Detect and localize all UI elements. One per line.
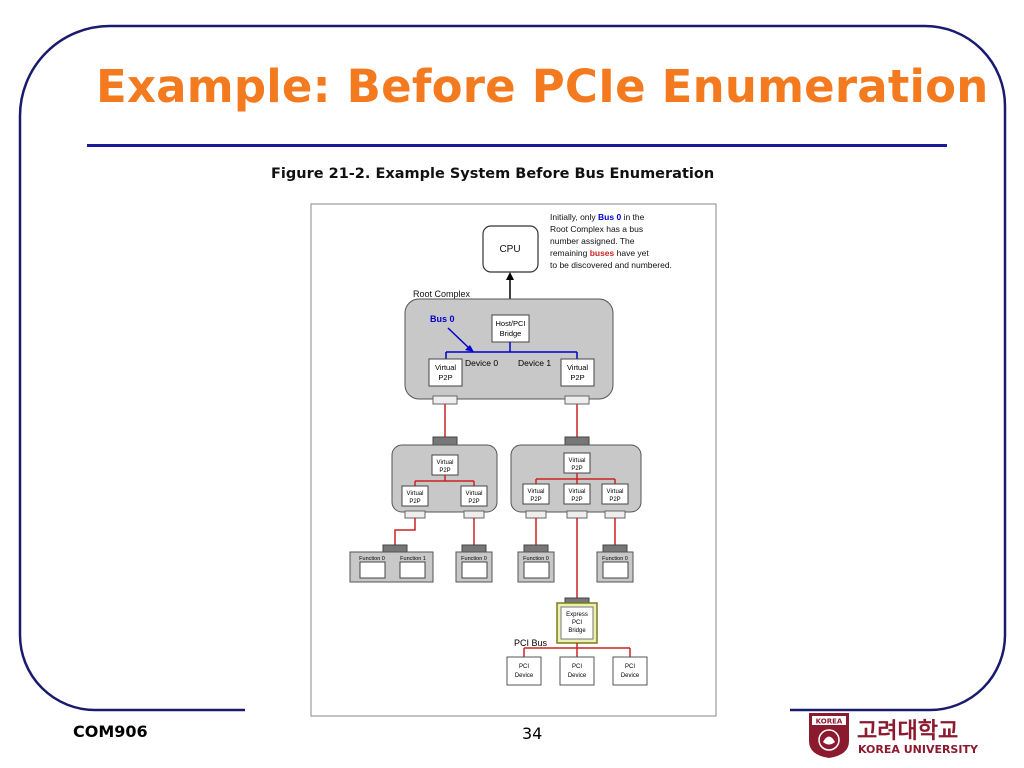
svg-text:Virtual: Virtual xyxy=(435,363,456,372)
svg-text:Host/PCI: Host/PCI xyxy=(495,319,525,328)
note-text: Initially, only Bus 0 in the Root Comple… xyxy=(550,212,672,270)
endpoint-two-function: Function 0 Function 1 xyxy=(349,551,434,583)
svg-text:P2P: P2P xyxy=(468,499,479,505)
endpoint-left-switch: Function 0 xyxy=(455,551,493,583)
svg-text:P2P: P2P xyxy=(570,373,584,382)
slide-title: Example: Before PCIe Enumeration xyxy=(96,60,989,113)
bus0-label: Bus 0 xyxy=(430,314,455,324)
device1-label: Device 1 xyxy=(518,358,551,368)
cpu-label: CPU xyxy=(499,244,520,255)
pci-bus-label: PCI Bus xyxy=(514,638,548,648)
left-switch-p2p-b: Virtual P2P xyxy=(460,485,488,507)
svg-text:Virtual: Virtual xyxy=(567,363,588,372)
svg-text:P2P: P2P xyxy=(409,499,420,505)
svg-text:P2P: P2P xyxy=(571,497,582,503)
course-code: COM906 xyxy=(73,722,148,741)
svg-text:Express: Express xyxy=(566,612,588,618)
svg-text:Function 0: Function 0 xyxy=(523,556,549,562)
right-switch-p2p-c: Virtual P2P xyxy=(601,483,629,505)
svg-text:KOREA: KOREA xyxy=(816,718,843,726)
svg-text:P2P: P2P xyxy=(609,497,620,503)
svg-text:Initially, only Bus 0 in the: Initially, only Bus 0 in the xyxy=(550,212,645,222)
svg-text:to be discovered and numbered.: to be discovered and numbered. xyxy=(550,260,672,270)
svg-text:PCI: PCI xyxy=(572,664,582,670)
svg-text:PCI: PCI xyxy=(625,664,635,670)
svg-text:PCI: PCI xyxy=(572,620,582,626)
svg-text:Virtual: Virtual xyxy=(528,489,545,495)
pci-device-1: PCI Device xyxy=(506,656,542,686)
svg-text:PCI: PCI xyxy=(519,664,529,670)
svg-text:Function 0: Function 0 xyxy=(359,556,385,562)
device0-label: Device 0 xyxy=(465,358,498,368)
svg-text:Virtual: Virtual xyxy=(407,491,424,497)
svg-text:Root Complex has a bus: Root Complex has a bus xyxy=(550,224,643,234)
logo-korean-name: 고려대학교 xyxy=(857,719,959,744)
root-complex-label: Root Complex xyxy=(413,289,471,299)
root-p2p-1: Virtual P2P xyxy=(560,358,595,387)
svg-text:P2P: P2P xyxy=(439,468,450,474)
svg-text:Virtual: Virtual xyxy=(466,491,483,497)
svg-text:Bridge: Bridge xyxy=(500,329,522,338)
svg-text:Virtual: Virtual xyxy=(607,489,624,495)
korea-university-logo: KOREA 고려대학교 KOREA UNIVERSITY xyxy=(807,711,997,761)
svg-text:remaining buses have yet: remaining buses have yet xyxy=(550,248,649,258)
right-switch-p2p-b: Virtual P2P xyxy=(563,483,591,505)
university-seal-icon: KOREA xyxy=(809,713,849,758)
logo-english-name: KOREA UNIVERSITY xyxy=(858,743,978,756)
bus0-arrow xyxy=(447,327,471,350)
svg-text:P2P: P2P xyxy=(571,466,582,472)
svg-text:P2P: P2P xyxy=(530,497,541,503)
svg-text:Virtual: Virtual xyxy=(569,489,586,495)
right-switch-upstream-p2p: Virtual P2P xyxy=(563,452,591,474)
left-switch-p2p-a: Virtual P2P xyxy=(401,485,429,507)
title-underline xyxy=(87,144,947,147)
pci-device-2: PCI Device xyxy=(559,656,595,686)
host-pci-bridge xyxy=(491,314,530,343)
express-pci-bridge: Express PCI Bridge xyxy=(556,602,598,644)
left-switch-upstream-p2p: Virtual P2P xyxy=(431,454,459,476)
svg-text:Function 0: Function 0 xyxy=(461,556,487,562)
svg-text:Bridge: Bridge xyxy=(568,628,586,634)
figure-caption: Figure 21-2. Example System Before Bus E… xyxy=(271,166,715,182)
svg-text:Virtual: Virtual xyxy=(569,458,586,464)
cpu-box xyxy=(482,225,539,273)
svg-text:Function 0: Function 0 xyxy=(602,556,628,562)
svg-text:Device: Device xyxy=(515,673,534,679)
svg-text:Function 1: Function 1 xyxy=(400,556,426,562)
endpoint-right-c: Function 0 xyxy=(596,551,634,583)
page-number: 34 xyxy=(522,724,543,743)
svg-text:Device: Device xyxy=(568,673,587,679)
svg-text:Virtual: Virtual xyxy=(437,460,454,466)
root-p2p-0: Virtual P2P xyxy=(428,358,463,387)
svg-text:number assigned. The: number assigned. The xyxy=(550,236,635,246)
svg-text:Device: Device xyxy=(621,673,640,679)
endpoint-right-a: Function 0 xyxy=(517,551,555,583)
pci-device-3: PCI Device xyxy=(612,656,648,686)
svg-text:P2P: P2P xyxy=(438,373,452,382)
right-switch-p2p-a: Virtual P2P xyxy=(522,483,550,505)
